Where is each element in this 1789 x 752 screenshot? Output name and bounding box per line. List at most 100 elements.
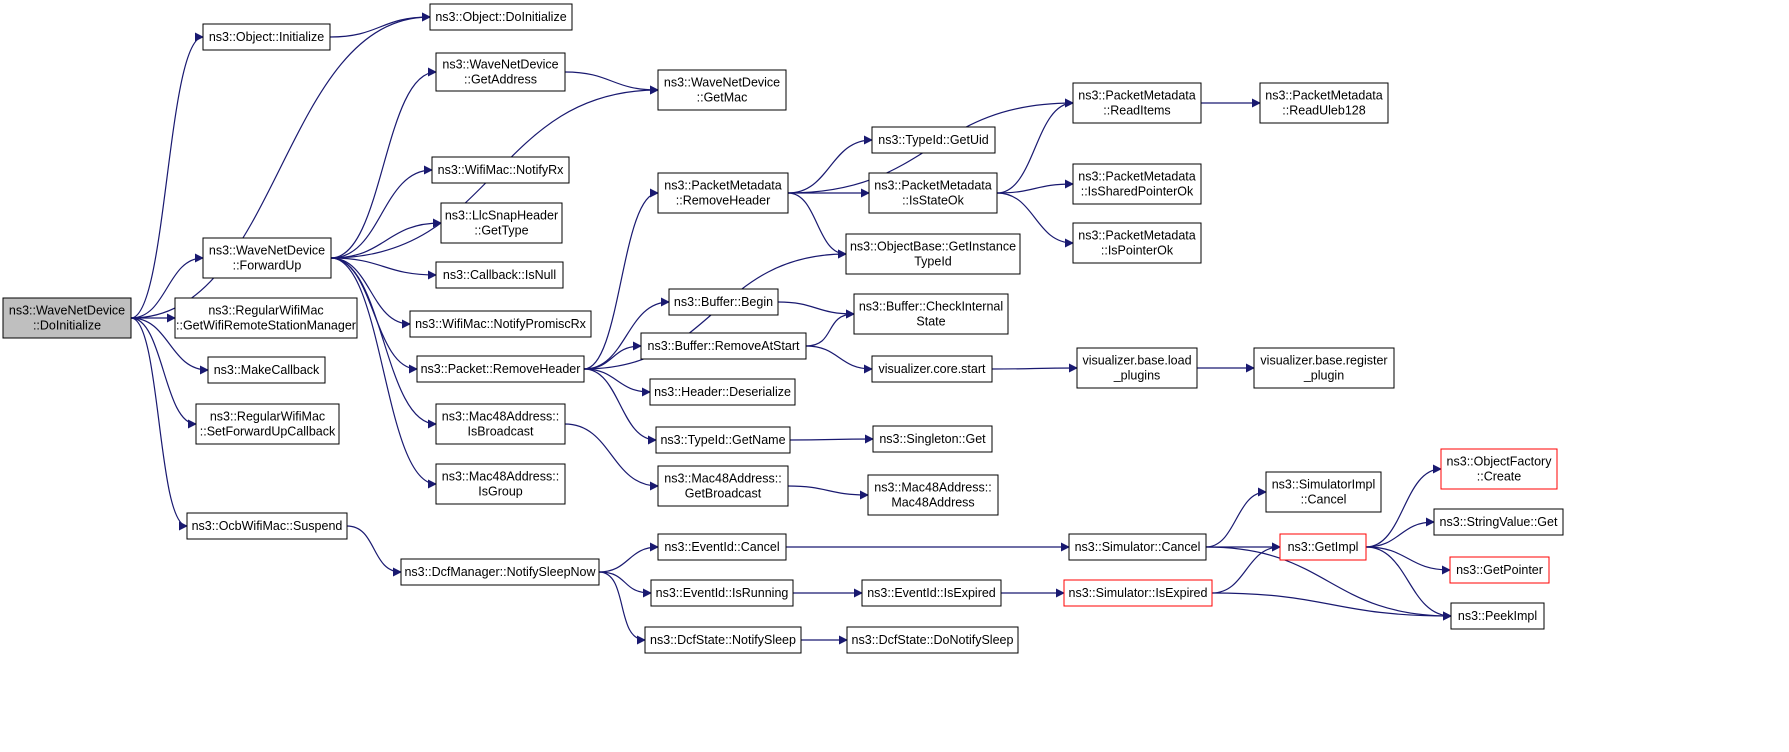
node-label: ns3::WaveNetDevice <box>442 58 558 72</box>
node-sim_isexpired[interactable]: ns3::Simulator::IsExpired <box>1063 579 1213 607</box>
edge-pkt_removeheader-to-typeid_getname <box>583 368 657 445</box>
node-getpointer[interactable]: ns3::GetPointer <box>1449 556 1550 584</box>
node-box <box>867 474 999 516</box>
node-hdr_deserialize[interactable]: ns3::Header::Deserialize <box>649 378 796 406</box>
node-label: ns3::Mac48Address:: <box>664 472 781 486</box>
node-pm_issharedok[interactable]: ns3::PacketMetadata::IsSharedPointerOk <box>1072 163 1202 205</box>
edge-root-to-makecallback <box>130 317 209 375</box>
edge-root-to-ocb_suspend <box>130 317 188 531</box>
edge-pkt_removeheader-to-pm_removeheader <box>583 188 659 370</box>
node-dcfstate_donotifysleep[interactable]: ns3::DcfState::DoNotifySleep <box>846 626 1019 654</box>
node-mac48_isgroup[interactable]: ns3::Mac48Address::IsGroup <box>435 463 566 505</box>
node-pm_removeheader[interactable]: ns3::PacketMetadata::RemoveHeader <box>657 172 789 214</box>
node-objfactory_create[interactable]: ns3::ObjectFactory::Create <box>1440 448 1558 490</box>
node-buf_begin[interactable]: ns3::Buffer::Begin <box>668 288 779 316</box>
node-mac48_isbroadcast[interactable]: ns3::Mac48Address::IsBroadcast <box>435 403 566 445</box>
node-box <box>440 202 563 244</box>
node-box <box>657 465 789 507</box>
node-label: ns3::RegularWifiMac <box>210 410 325 424</box>
node-simimpl_cancel[interactable]: ns3::SimulatorImpl::Cancel <box>1265 471 1382 513</box>
node-eventid_isexpired[interactable]: ns3::EventId::IsExpired <box>861 579 1002 607</box>
node-wnd_getaddr[interactable]: ns3::WaveNetDevice::GetAddress <box>435 52 566 92</box>
node-box <box>1433 508 1564 536</box>
node-root[interactable]: ns3::WaveNetDevice::DoInitialize <box>2 297 132 339</box>
node-box <box>400 558 600 586</box>
node-buf_removeatstart[interactable]: ns3::Buffer::RemoveAtStart <box>640 332 807 360</box>
node-vis_base_register[interactable]: visualizer.base.register_plugin <box>1253 347 1395 389</box>
node-mac48_ctor[interactable]: ns3::Mac48Address::Mac48Address <box>867 474 999 516</box>
node-pm_isstateok[interactable]: ns3::PacketMetadata::IsStateOk <box>868 172 998 214</box>
node-box <box>845 233 1021 275</box>
node-label: ns3::Singleton::Get <box>879 432 986 446</box>
node-box <box>1072 222 1202 264</box>
node-ocb_suspend[interactable]: ns3::OcbWifiMac::Suspend <box>186 512 348 540</box>
node-box <box>174 297 358 339</box>
node-mac48_getbroadcast[interactable]: ns3::Mac48Address::GetBroadcast <box>657 465 789 507</box>
node-rwm_getwrsm[interactable]: ns3::RegularWifiMac::GetWifiRemoteStatio… <box>174 297 358 339</box>
node-eventid_cancel[interactable]: ns3::EventId::Cancel <box>657 533 787 561</box>
node-label: visualizer.base.load <box>1082 354 1191 368</box>
node-eventid_isrunning[interactable]: ns3::EventId::IsRunning <box>650 579 794 607</box>
node-box <box>202 23 331 51</box>
node-pm_ispointerok[interactable]: ns3::PacketMetadata::IsPointerOk <box>1072 222 1202 264</box>
node-typeid_getuid[interactable]: ns3::TypeId::GetUid <box>871 126 996 154</box>
node-label: ns3::TypeId::GetUid <box>878 133 989 147</box>
node-rwm_setfwd[interactable]: ns3::RegularWifiMac::SetForwardUpCallbac… <box>195 403 340 445</box>
edge-getimpl-to-peekimpl <box>1365 546 1452 621</box>
node-box <box>1068 533 1207 561</box>
node-box <box>1076 347 1198 389</box>
node-obj_init[interactable]: ns3::Object::Initialize <box>202 23 331 51</box>
node-getimpl[interactable]: ns3::GetImpl <box>1279 533 1367 561</box>
node-box <box>1450 602 1545 630</box>
edge-wnd_forwardup-to-wnd_getaddr <box>330 67 437 259</box>
node-label: IsGroup <box>478 485 523 499</box>
node-llc_gettype[interactable]: ns3::LlcSnapHeader::GetType <box>440 202 563 244</box>
node-pkt_removeheader[interactable]: ns3::Packet::RemoveHeader <box>416 355 585 383</box>
node-label: _plugin <box>1303 369 1344 383</box>
node-label: ns3::Buffer::Begin <box>674 295 773 309</box>
node-typeid_getname[interactable]: ns3::TypeId::GetName <box>655 426 791 454</box>
node-vis_core_start[interactable]: visualizer.core.start <box>871 355 993 383</box>
node-dcf_notifysleepnow[interactable]: ns3::DcfManager::NotifySleepNow <box>400 558 600 586</box>
node-layer: ns3::WaveNetDevice::DoInitializens3::Obj… <box>2 3 1564 654</box>
node-label: ns3::PacketMetadata <box>664 179 781 193</box>
edge-root-to-wnd_forwardup <box>130 253 204 319</box>
node-pm_readitems[interactable]: ns3::PacketMetadata::ReadItems <box>1072 82 1202 124</box>
node-box <box>1072 82 1202 124</box>
node-label: ::ForwardUp <box>233 259 302 273</box>
node-stringvalue_get[interactable]: ns3::StringValue::Get <box>1433 508 1564 536</box>
node-box <box>429 3 573 31</box>
node-box <box>868 172 998 214</box>
node-vis_base_load[interactable]: visualizer.base.load_plugins <box>1076 347 1198 389</box>
edge-layer <box>130 12 1452 645</box>
node-pm_readuleb[interactable]: ns3::PacketMetadata::ReadUleb128 <box>1259 82 1389 124</box>
node-singleton_get[interactable]: ns3::Singleton::Get <box>872 425 993 453</box>
node-label: ns3::DcfManager::NotifySleepNow <box>404 565 596 579</box>
node-label: IsBroadcast <box>467 425 534 439</box>
node-label: ::ReadItems <box>1103 104 1170 118</box>
node-makecallback[interactable]: ns3::MakeCallback <box>207 356 326 384</box>
node-wnd_getmac[interactable]: ns3::WaveNetDevice::GetMac <box>657 69 787 111</box>
node-label: ns3::GetImpl <box>1288 540 1359 554</box>
edge-ocb_suspend-to-dcf_notifysleepnow <box>346 525 402 577</box>
node-label: ns3::LlcSnapHeader <box>445 209 558 223</box>
edge-pkt_removeheader-to-hdr_deserialize <box>583 368 651 397</box>
node-obj_doinit[interactable]: ns3::Object::DoInitialize <box>429 3 573 31</box>
node-wnd_forwardup[interactable]: ns3::WaveNetDevice::ForwardUp <box>202 237 332 279</box>
node-peekimpl[interactable]: ns3::PeekImpl <box>1450 602 1545 630</box>
node-box <box>650 579 794 607</box>
node-label: ns3::WifiMac::NotifyPromiscRx <box>415 317 587 331</box>
node-wifimac_promisc[interactable]: ns3::WifiMac::NotifyPromiscRx <box>409 310 592 338</box>
node-label: ns3::Simulator::Cancel <box>1075 540 1201 554</box>
node-dcfstate_notifysleep[interactable]: ns3::DcfState::NotifySleep <box>644 626 802 654</box>
node-sim_cancel[interactable]: ns3::Simulator::Cancel <box>1068 533 1207 561</box>
node-cb_isnull[interactable]: ns3::Callback::IsNull <box>435 261 564 289</box>
edge-getimpl-to-objfactory_create <box>1365 464 1442 548</box>
node-label: ns3::OcbWifiMac::Suspend <box>192 519 343 533</box>
edge-sim_cancel-to-simimpl_cancel <box>1205 487 1267 548</box>
node-label: ns3::Packet::RemoveHeader <box>421 362 581 376</box>
node-label: ns3::StringValue::Get <box>1440 515 1558 529</box>
node-wifimac_notifyrx[interactable]: ns3::WifiMac::NotifyRx <box>431 156 570 184</box>
